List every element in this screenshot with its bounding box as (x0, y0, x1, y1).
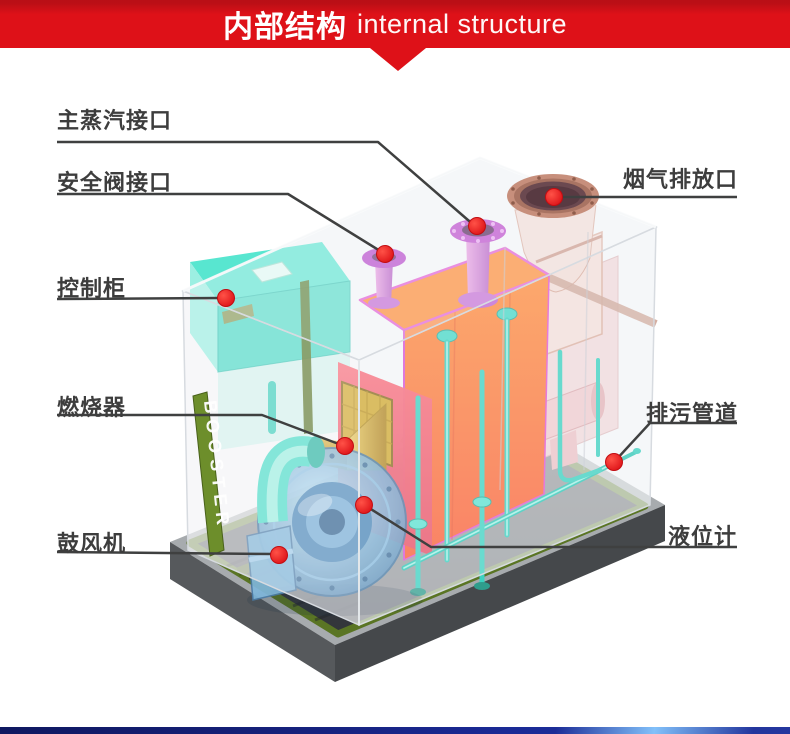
callout-line-blowdown (614, 421, 737, 462)
callout-line-main-steam (57, 140, 477, 228)
banner-title-cn: 内部结构 (222, 11, 347, 44)
label-blowdown-pipe: 排污管道 (645, 401, 738, 426)
callout-lines (56, 140, 737, 556)
label-burner: 燃烧器 (57, 395, 127, 420)
callout-dot-burner (336, 437, 354, 455)
label-flue-gas-outlet: 烟气排放口 (622, 167, 738, 192)
label-safety-valve-port: 安全阀接口 (57, 170, 173, 195)
frame-post-inner (300, 280, 313, 434)
air-elbow-duct (257, 436, 325, 524)
machine-illustration: BOOSTER (170, 156, 665, 682)
callout-line-safety-valve (57, 192, 386, 256)
header-banner: 内部结构 internal structure (0, 0, 790, 48)
callout-dots (217, 188, 623, 564)
footer-streak (537, 727, 772, 734)
label-blower: 鼓风机 (57, 531, 127, 556)
banner-pointer (370, 48, 426, 71)
callout-dot-safety-valve (376, 245, 394, 263)
callout-dot-blowdown (605, 453, 623, 471)
label-control-cabinet: 控制柜 (57, 276, 127, 301)
callout-dot-flue (545, 188, 563, 206)
callout-dot-level (355, 496, 373, 514)
callout-line-blower (56, 550, 275, 556)
control-cabinet-box (190, 242, 351, 450)
callout-line-burner (57, 413, 345, 448)
callout-line-level (365, 504, 737, 549)
piping (268, 307, 641, 596)
callout-line-cabinet (56, 296, 221, 301)
callout-dot-blower (270, 546, 288, 564)
callout-dot-cabinet (217, 289, 235, 307)
chimney-rim-bolts (511, 176, 594, 216)
label-main-steam-port: 主蒸汽接口 (57, 108, 173, 133)
callout-dot-main-steam (468, 217, 486, 235)
label-level-gauge: 液位计 (667, 524, 737, 549)
banner-title-en: internal structure (356, 8, 568, 39)
footer-bar (0, 727, 790, 734)
